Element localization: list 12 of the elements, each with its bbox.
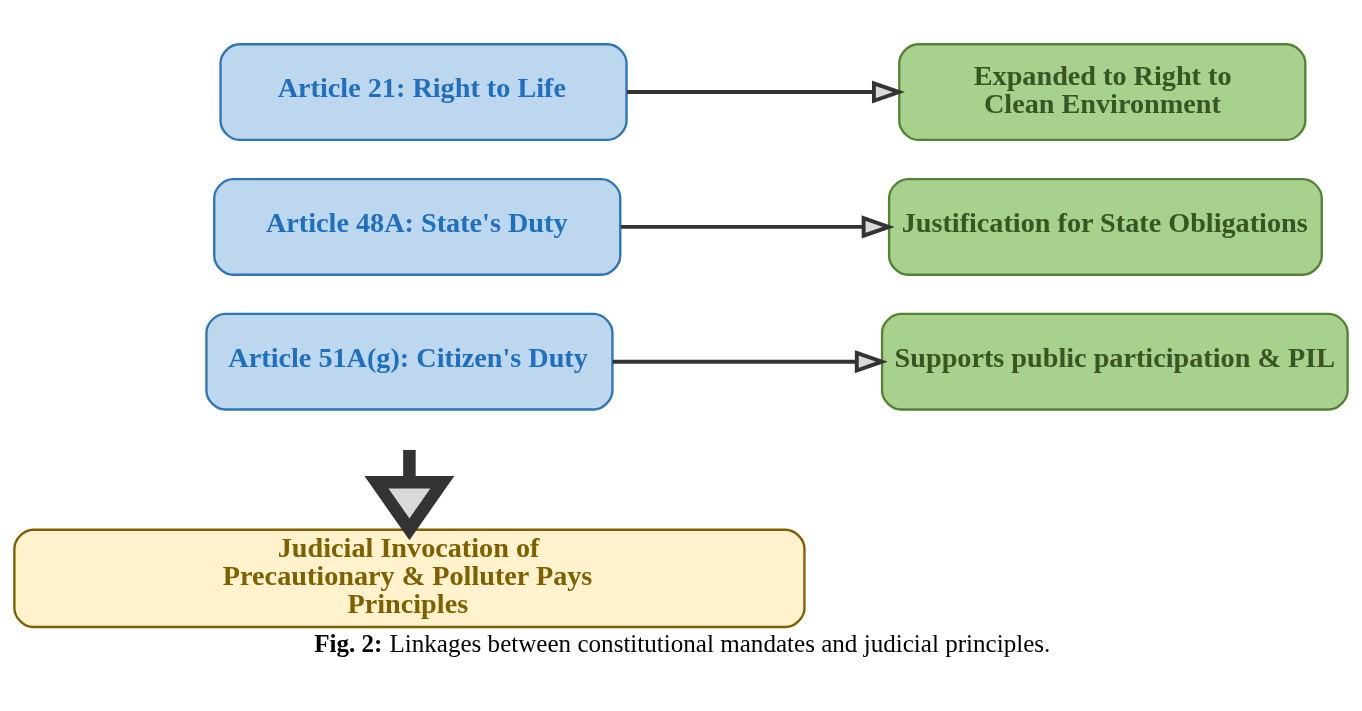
- node-box: Article 51A(g): Citizen's Duty: [205, 312, 614, 411]
- caption: Fig. 2: Linkages between constitutional mandates and judicial principles.: [314, 629, 1051, 657]
- node-box: Expanded to Right to Clean Environment: [898, 42, 1307, 141]
- node-box: Article 21: Right to Life: [219, 42, 628, 141]
- arrow: [612, 349, 888, 373]
- node-box: Article 48A: State's Duty: [213, 177, 622, 276]
- node-box: Supports public participation & PIL: [880, 312, 1349, 411]
- arrow: [364, 449, 455, 540]
- arrow: [620, 214, 895, 238]
- node-box: Justification for State Obligations: [887, 177, 1323, 276]
- arrow: [627, 80, 905, 104]
- node-box: Judicial Invocation of Precautionary & Polluter Pays Principles: [13, 528, 806, 628]
